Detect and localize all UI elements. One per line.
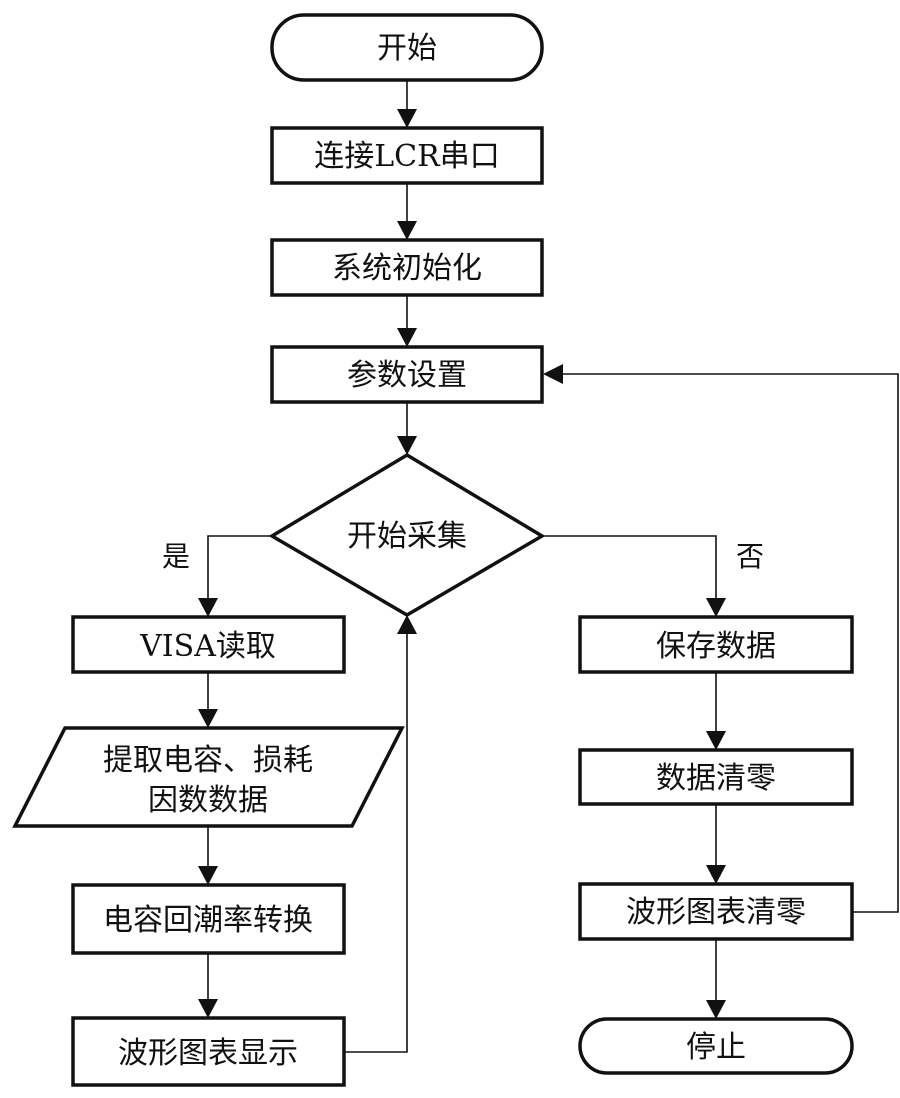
- arrowhead-icon: [397, 109, 417, 128]
- node-start-label: 开始: [377, 31, 437, 66]
- node-clear-waveform-label: 波形图表清零: [626, 895, 806, 930]
- edge-decision-no-to-save: [542, 535, 717, 599]
- node-extract-data-label-line2: 因数数据: [148, 783, 268, 818]
- branch-label-yes: 是: [162, 540, 190, 573]
- node-extract-data-label-line1: 提取电容、损耗: [103, 743, 313, 778]
- arrowhead-icon: [397, 328, 417, 347]
- edges: [198, 80, 899, 1053]
- arrowhead-icon: [397, 221, 417, 240]
- arrowhead-icon: [706, 598, 726, 617]
- node-clear-data: 数据清零: [578, 748, 854, 806]
- branch-label-no: 否: [736, 540, 764, 573]
- node-stop-label: 停止: [686, 1030, 746, 1065]
- node-start-acquisition: 开始采集: [268, 452, 546, 618]
- node-visa-read-label: VISA读取: [139, 629, 276, 664]
- arrowhead-icon: [198, 866, 218, 885]
- node-param-setup-label: 参数设置: [347, 358, 467, 393]
- node-extract-data: 提取电容、损耗 因数数据: [12, 726, 405, 828]
- node-start-acquisition-label: 开始采集: [347, 519, 467, 554]
- node-start: 开始: [270, 13, 544, 82]
- node-connect-lcr-label: 连接LCR串口: [314, 139, 499, 174]
- node-clear-data-label: 数据清零: [656, 761, 776, 796]
- arrowhead-icon: [397, 615, 417, 634]
- node-system-init-label: 系统初始化: [332, 251, 482, 286]
- node-capacitance-conversion: 电容回潮率转换: [71, 883, 346, 955]
- edge-chart-clear-loop-to-params: [562, 373, 899, 913]
- node-clear-waveform: 波形图表清零: [578, 882, 854, 941]
- arrowhead-icon: [706, 865, 726, 884]
- node-save-data: 保存数据: [578, 615, 854, 674]
- node-save-data-label: 保存数据: [656, 629, 776, 664]
- arrowhead-icon: [198, 598, 218, 617]
- node-capacitance-conversion-label: 电容回潮率转换: [103, 903, 313, 938]
- arrowhead-icon: [706, 1000, 726, 1019]
- arrowhead-icon: [706, 731, 726, 750]
- node-system-init: 系统初始化: [270, 238, 544, 297]
- arrowhead-icon: [543, 364, 563, 384]
- node-param-setup: 参数设置: [270, 345, 544, 404]
- node-connect-lcr: 连接LCR串口: [270, 126, 544, 185]
- arrowhead-icon: [397, 436, 417, 455]
- arrowhead-icon: [198, 999, 218, 1018]
- arrowhead-icon: [198, 709, 218, 728]
- node-stop: 停止: [578, 1017, 854, 1075]
- edge-display-loop-to-decision: [344, 633, 408, 1053]
- node-waveform-display-label: 波形图表显示: [118, 1036, 298, 1071]
- node-waveform-display: 波形图表显示: [71, 1016, 346, 1087]
- edge-decision-yes-to-visa: [207, 535, 272, 599]
- node-visa-read: VISA读取: [71, 615, 346, 674]
